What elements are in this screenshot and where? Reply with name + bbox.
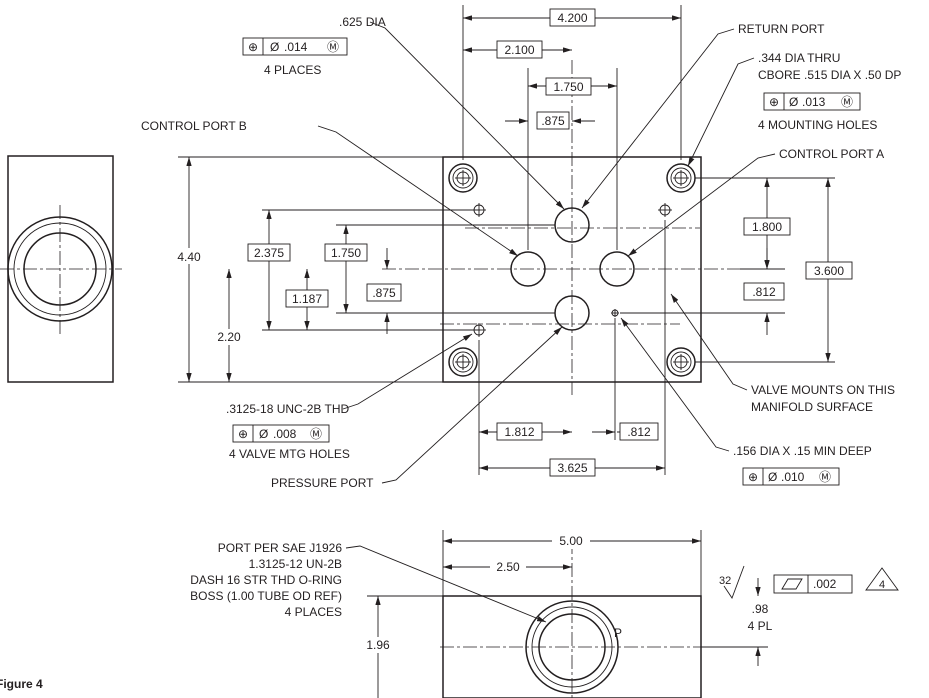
svg-text:4 MOUNTING HOLES: 4 MOUNTING HOLES [758, 118, 877, 132]
callout-625-dia: .625 DIA [339, 15, 386, 29]
mmc-icon: Ⓜ [841, 95, 853, 109]
dim-250: 2.50 [496, 560, 520, 574]
plan-dimensions: 4.200 2.100 1.750 .875 4.40 2.20 2.375 [170, 5, 853, 477]
side-view [0, 155, 122, 383]
dim-2375: 2.375 [254, 246, 284, 260]
diameter-icon: Ø [768, 470, 777, 484]
callouts: .625 DIA ⊕ Ø .014 Ⓜ 4 PLACES RETURN PORT… [141, 15, 901, 490]
position-icon: ⊕ [248, 40, 258, 54]
svg-text:DASH 16 STR THD O-RING: DASH 16 STR THD O-RING [190, 573, 342, 587]
dim-196: 1.96 [366, 638, 390, 652]
svg-text:MANIFOLD SURFACE: MANIFOLD SURFACE [751, 400, 873, 414]
dim-812-bottom: .812 [627, 425, 651, 439]
mmc-icon: Ⓜ [819, 470, 831, 484]
svg-text:4 PL: 4 PL [748, 619, 773, 633]
fcf-344: ⊕ Ø .013 Ⓜ [763, 92, 861, 111]
mmc-icon: Ⓜ [310, 427, 322, 441]
mounting-hole-br [666, 347, 696, 377]
svg-text:4 PLACES: 4 PLACES [285, 605, 342, 619]
mounting-hole-tl [448, 163, 478, 193]
svg-text:CBORE .515 DIA X .50 DP: CBORE .515 DIA X .50 DP [758, 68, 901, 82]
flatness-icon [781, 578, 803, 590]
svg-text:.002: .002 [813, 577, 837, 591]
dim-98: .98 [752, 602, 769, 616]
surface-finish-icon: 32 [719, 565, 745, 599]
flatness-fcf: .002 [773, 574, 853, 594]
fcf-625: ⊕ Ø .014 Ⓜ [242, 37, 348, 56]
mounting-hole-tr [666, 163, 696, 193]
position-icon: ⊕ [748, 470, 758, 484]
callout-control-port-a: CONTROL PORT A [779, 147, 884, 161]
svg-text:.344 DIA THRU: .344 DIA THRU [758, 51, 840, 65]
svg-text:4: 4 [879, 579, 885, 591]
svg-text:.014: .014 [284, 40, 308, 54]
dim-875-top: .875 [541, 114, 565, 128]
mmc-icon: Ⓜ [327, 40, 339, 54]
svg-text:.013: .013 [802, 95, 826, 109]
svg-text:4 PLACES: 4 PLACES [264, 63, 321, 77]
note-flag-icon: 4 [865, 567, 899, 591]
svg-text:BOSS (1.00 TUBE OD REF): BOSS (1.00 TUBE OD REF) [190, 589, 342, 603]
dim-1800: 1.800 [752, 220, 782, 234]
dim-220: 2.20 [217, 330, 241, 344]
callout-pressure-port: PRESSURE PORT [271, 476, 374, 490]
callout-sae-port: PORT PER SAE J1926 [218, 541, 343, 555]
svg-text:4 VALVE MTG HOLES: 4 VALVE MTG HOLES [229, 447, 350, 461]
position-icon: ⊕ [238, 427, 248, 441]
callout-unc-thread: .3125-18 UNC-2B THD [226, 402, 349, 416]
callout-control-port-b: CONTROL PORT B [141, 119, 247, 133]
dim-812-right: .812 [752, 285, 776, 299]
figure-label: Figure 4 [0, 677, 43, 691]
dim-1750-left: 1.750 [331, 246, 361, 260]
dim-440: 4.40 [177, 250, 201, 264]
control-port-b [510, 251, 546, 287]
diameter-icon: Ø [270, 40, 279, 54]
svg-text:VALVE MOUNTS ON THIS: VALVE MOUNTS ON THIS [751, 383, 895, 397]
datum-p-label: P [614, 626, 622, 640]
control-port-a [599, 251, 635, 287]
diameter-icon: Ø [259, 427, 268, 441]
fcf-156: ⊕ Ø .010 Ⓜ [742, 467, 840, 486]
mounting-hole-bl [448, 347, 478, 377]
svg-text:.008: .008 [273, 427, 297, 441]
diameter-icon: Ø [789, 95, 798, 109]
plan-view [382, 60, 740, 395]
callout-156-dia: .156 DIA X .15 MIN DEEP [733, 444, 872, 458]
position-icon: ⊕ [769, 95, 779, 109]
dim-2100: 2.100 [504, 43, 534, 57]
dim-500: 5.00 [559, 534, 583, 548]
front-view: 5.00 2.50 1.96 .98 4 PL P 32 .002 [190, 530, 899, 698]
dim-1187: 1.187 [292, 292, 322, 306]
dim-3600: 3.600 [814, 264, 844, 278]
svg-text:.010: .010 [781, 470, 805, 484]
dim-1750-top: 1.750 [553, 80, 583, 94]
dim-4200: 4.200 [557, 11, 587, 25]
dim-875-left: .875 [372, 286, 396, 300]
svg-text:1.3125-12 UN-2B: 1.3125-12 UN-2B [249, 557, 342, 571]
svg-text:32: 32 [719, 575, 731, 587]
callout-return-port: RETURN PORT [738, 22, 825, 36]
dim-3625: 3.625 [557, 461, 587, 475]
dim-1812: 1.812 [504, 425, 534, 439]
fcf-unc: ⊕ Ø .008 Ⓜ [232, 424, 330, 443]
